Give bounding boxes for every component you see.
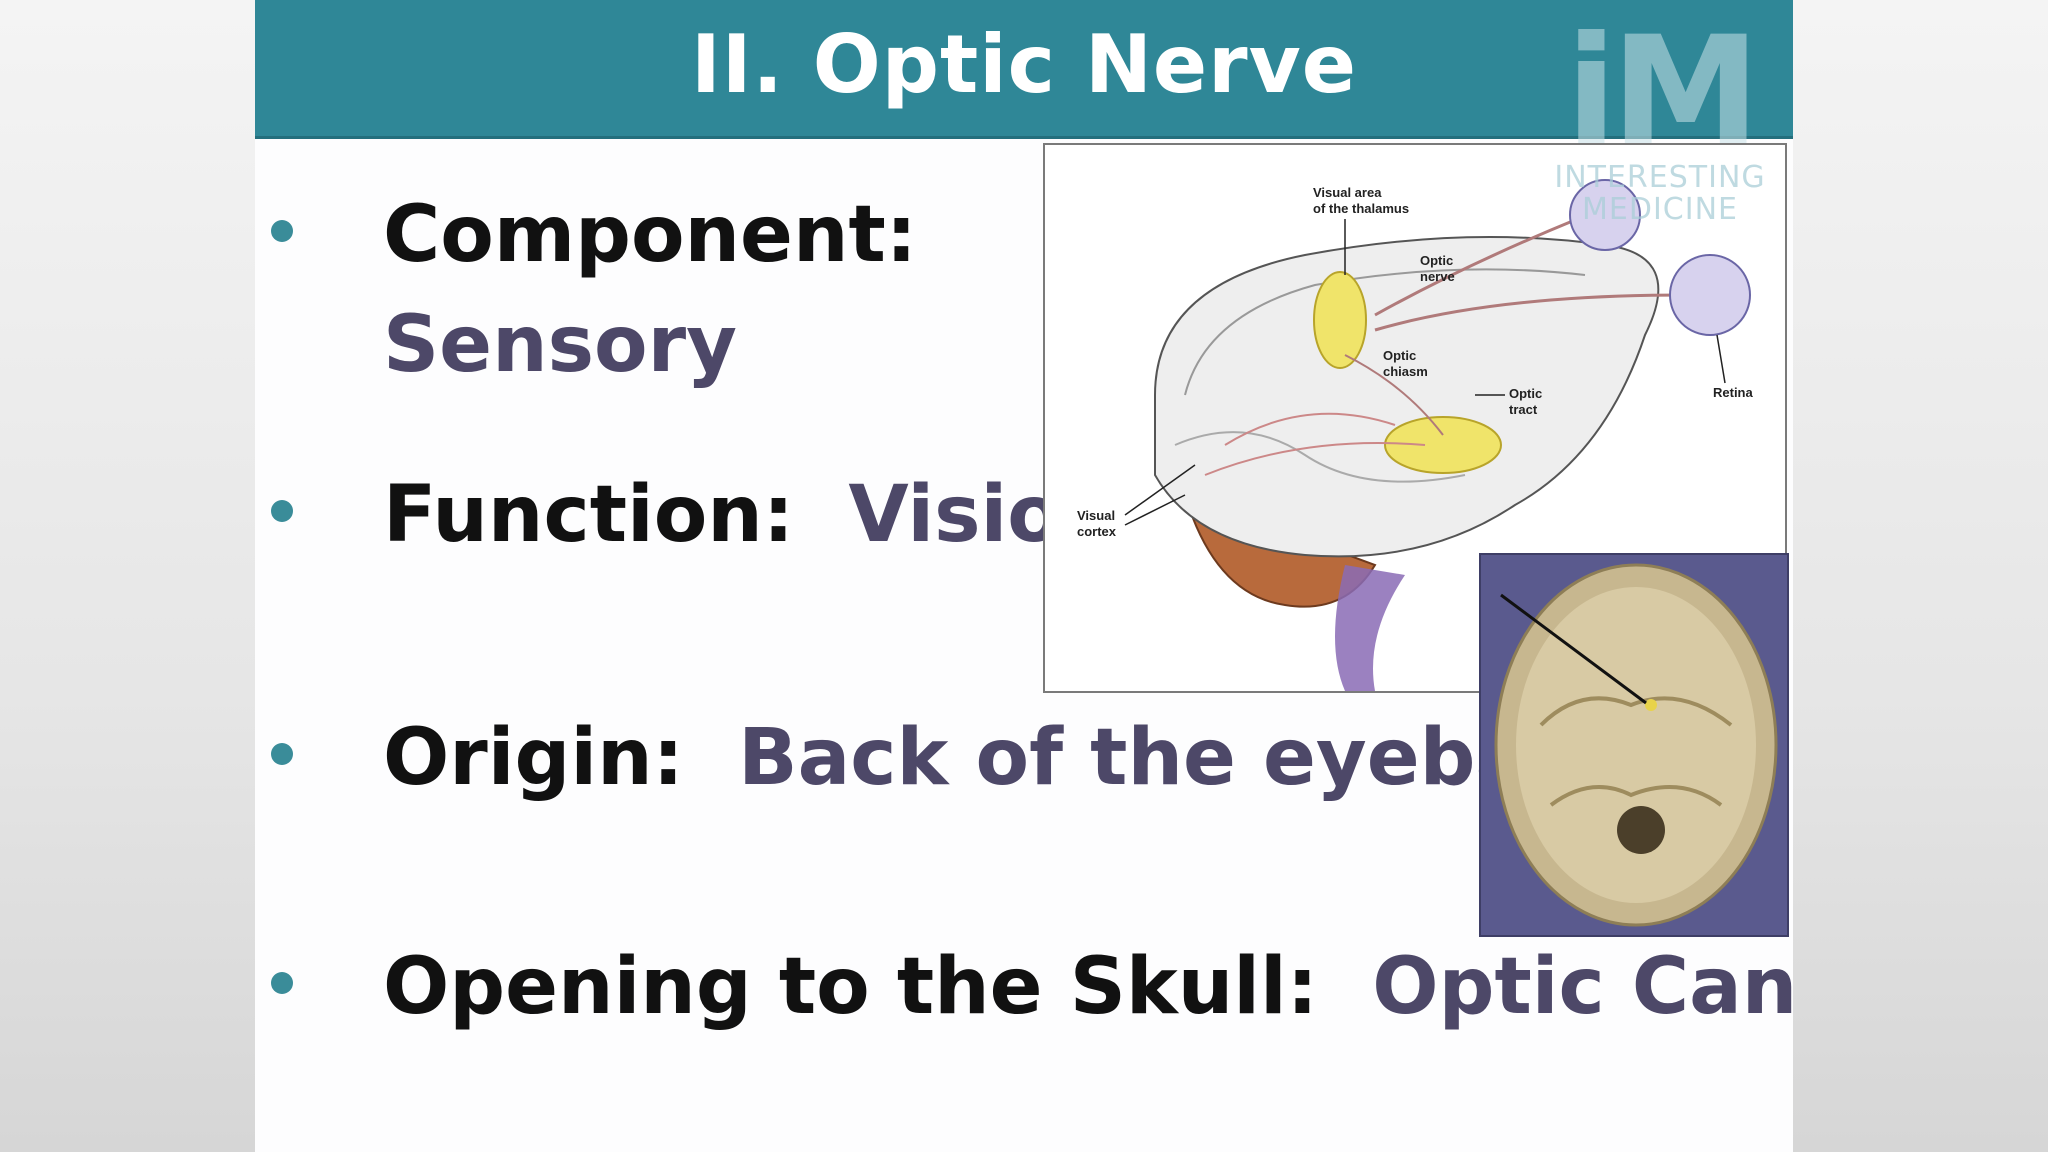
- bullet-text: Origin: Back of the eyeball: [383, 713, 1582, 803]
- skull-base-image: [1479, 553, 1789, 937]
- svg-text:cortex: cortex: [1077, 524, 1117, 539]
- bullet-dot: [271, 500, 293, 522]
- bullet-label: Function:: [383, 470, 795, 560]
- skull-illustration: [1494, 563, 1778, 927]
- label-visual-cortex: Visual: [1077, 508, 1115, 523]
- logo-line2: MEDICINE: [1582, 192, 1738, 227]
- slide-title: II. Optic Nerve: [690, 18, 1358, 111]
- bullet-text: Opening to the Skull: Optic Canal: [383, 942, 1793, 1032]
- bullet-dot: [271, 743, 293, 765]
- bullet-text: Function: Vision: [383, 470, 1116, 560]
- label-thalamus: Visual area: [1313, 185, 1382, 200]
- bullet-value: Sensory: [383, 300, 737, 390]
- bullet-dot: [271, 220, 293, 242]
- watermark-logo: iM INTERESTING MEDICINE: [1550, 5, 1770, 232]
- svg-text:tract: tract: [1509, 402, 1538, 417]
- label-optic-chiasm: Optic: [1383, 348, 1416, 363]
- label-retina: Retina: [1713, 385, 1754, 400]
- logo-line1: INTERESTING: [1554, 160, 1766, 195]
- bullet-label: Component:: [383, 190, 917, 280]
- visual-pathway-diagram: Visual area of the thalamus Optic nerve …: [1043, 143, 1787, 693]
- bullet-label: Origin:: [383, 713, 684, 803]
- bullet-dot: [271, 972, 293, 994]
- visual-pathway-illustration: Visual area of the thalamus Optic nerve …: [1077, 179, 1754, 691]
- label-optic-tract: Optic: [1509, 386, 1542, 401]
- title-bar: II. Optic Nerve: [255, 0, 1793, 139]
- bullet-text: Component:: [383, 190, 917, 280]
- bullet-value: Optic Canal: [1372, 942, 1793, 1032]
- svg-text:chiasm: chiasm: [1383, 364, 1428, 379]
- slide: II. Optic Nerve Component: Sensory Funct…: [255, 0, 1793, 1152]
- bullet-value: Back of the eyeball: [738, 713, 1582, 803]
- svg-text:of the thalamus: of the thalamus: [1313, 201, 1409, 216]
- logo-mark: iM: [1565, 5, 1761, 179]
- bullet-label: Opening to the Skull:: [383, 942, 1318, 1032]
- svg-text:nerve: nerve: [1420, 269, 1455, 284]
- label-optic-nerve: Optic: [1420, 253, 1453, 268]
